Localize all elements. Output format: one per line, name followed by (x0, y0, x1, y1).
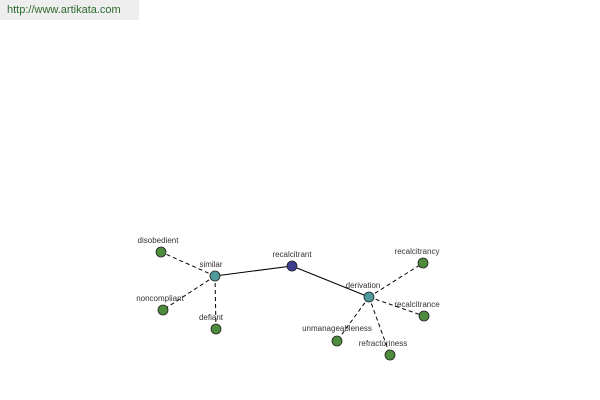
node-recalcitrancy[interactable] (417, 257, 429, 269)
node-label-recalcitrancy[interactable]: recalcitrancy (395, 247, 440, 256)
node-unmanageableness[interactable] (331, 335, 343, 347)
node-label-noncompliant[interactable]: noncompliant (136, 294, 184, 303)
edge-derivation-refractoriness (368, 296, 391, 356)
edge-derivation-recalcitrancy (368, 262, 424, 298)
node-label-recalcitrant[interactable]: recalcitrant (272, 250, 312, 259)
edge-derivation-recalcitrance (368, 296, 425, 317)
edge-similar-noncompliant (162, 275, 216, 311)
node-recalcitrance[interactable] (418, 310, 430, 322)
edge-similar-disobedient (160, 251, 216, 277)
node-label-defiant[interactable]: defiant (199, 313, 224, 322)
node-label-disobedient[interactable]: disobedient (138, 236, 180, 245)
node-noncompliant[interactable] (157, 304, 169, 316)
edge-derivation-unmanageableness (336, 296, 370, 342)
edges-layer (160, 251, 425, 356)
node-defiant[interactable] (210, 323, 222, 335)
nodes-layer (155, 246, 430, 361)
node-derivation[interactable] (363, 291, 375, 303)
node-similar[interactable] (209, 270, 221, 282)
node-disobedient[interactable] (155, 246, 167, 258)
node-label-refractoriness[interactable]: refractoriness (359, 339, 407, 348)
node-label-unmanageableness[interactable]: unmanageableness (302, 324, 372, 333)
node-refractoriness[interactable] (384, 349, 396, 361)
source-url-banner[interactable]: http://www.artikata.com (0, 0, 139, 20)
node-recalcitrant[interactable] (286, 260, 298, 272)
edge-recalcitrant-similar (214, 265, 293, 277)
edge-recalcitrant-derivation (291, 265, 370, 298)
node-label-derivation[interactable]: derivation (346, 281, 381, 290)
labels-layer: recalcitrant similar derivation disobedient… (136, 236, 440, 348)
node-label-recalcitrance[interactable]: recalcitrance (394, 300, 440, 309)
node-label-similar[interactable]: similar (199, 260, 222, 269)
edge-similar-defiant (214, 275, 217, 330)
